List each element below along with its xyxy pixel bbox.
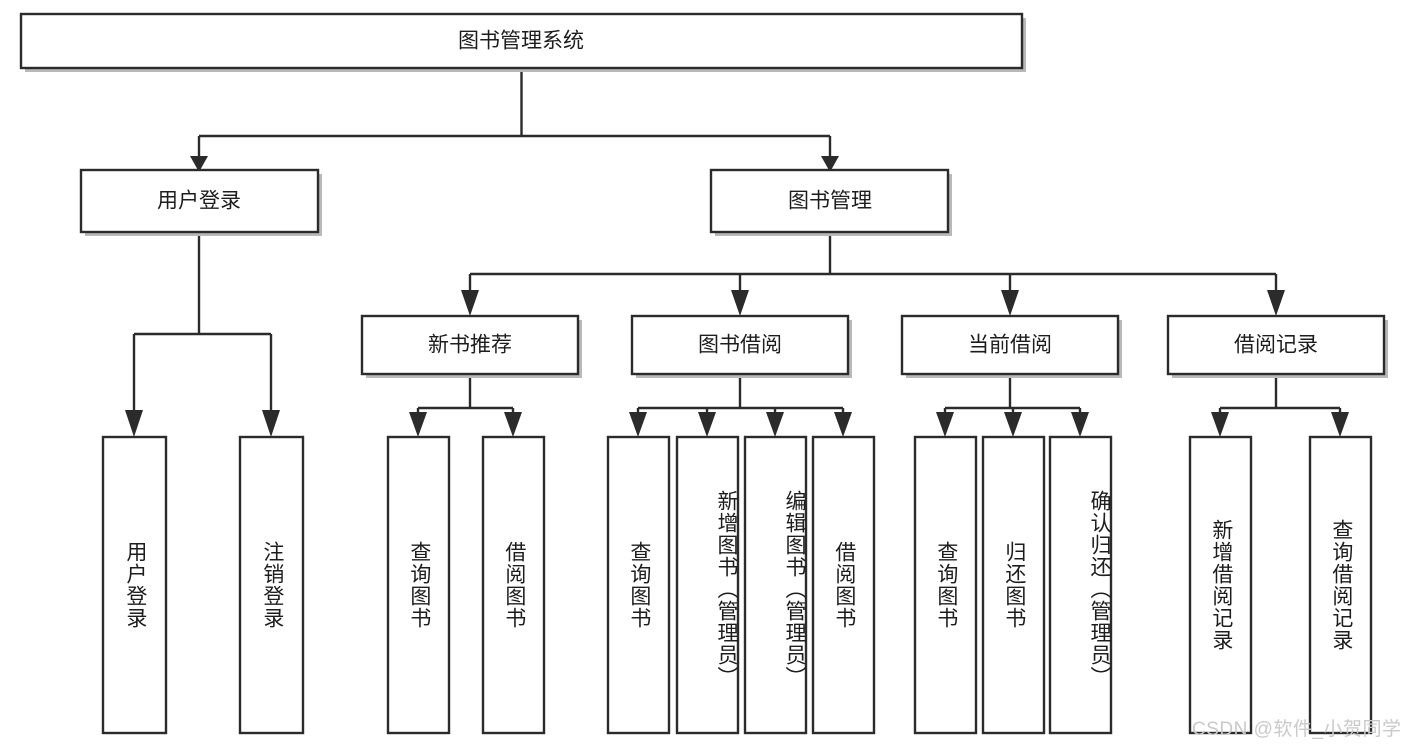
leaf-return-book-box[interactable]	[981, 435, 1046, 735]
leaf-confirm-return-box[interactable]	[1048, 435, 1113, 735]
node-current-borrow-label: 当前借阅	[968, 334, 1052, 357]
leaf-add-book-box[interactable]	[675, 435, 740, 735]
node-user-login-box[interactable]	[79, 168, 320, 234]
arrowhead-current-borrow	[1001, 290, 1019, 316]
leaf-query-record-box[interactable]	[1308, 435, 1373, 735]
arrowhead-leaf-query-book-2	[629, 412, 647, 437]
arrowhead-leaf-add-record	[1211, 412, 1229, 437]
arrowhead-bookmanage	[821, 156, 839, 172]
node-current-borrow[interactable]: 当前借阅	[900, 314, 1122, 378]
arrowhead-book-borrow	[731, 290, 749, 316]
node-borrow-record-box[interactable]	[1166, 314, 1386, 376]
node-user-login-label: 用户登录	[157, 190, 241, 213]
node-borrow-record[interactable]: 借阅记录	[1166, 314, 1388, 378]
node-new-book-rec[interactable]: 新书推荐	[360, 314, 582, 378]
leaf-borrow-book-2-box[interactable]	[811, 435, 876, 735]
node-book-borrow-label: 图书借阅	[698, 334, 782, 357]
leaf-logout-box[interactable]	[238, 435, 305, 735]
leaf-query-book-2-box[interactable]	[606, 435, 671, 735]
node-book-manage-label: 图书管理	[788, 190, 872, 213]
arrowhead-leaf-logout	[262, 410, 280, 437]
arrowhead-leaf-query-record	[1331, 412, 1349, 437]
arrowhead-leaf-borrow-book-1	[504, 412, 522, 437]
leaf-query-book-1-box[interactable]	[386, 435, 451, 735]
node-new-book-rec-box[interactable]	[360, 314, 580, 376]
node-book-borrow[interactable]: 图书借阅	[630, 314, 852, 378]
csdn-watermark: CSDN @软件_小贺同学	[1192, 719, 1402, 740]
leaf-edit-book-box[interactable]	[743, 435, 808, 735]
node-book-manage[interactable]: 图书管理	[709, 168, 952, 236]
node-root[interactable]: 图书管理系统	[19, 12, 1026, 72]
node-root-box[interactable]	[19, 12, 1024, 70]
arrowhead-borrow-record	[1267, 290, 1285, 316]
node-book-borrow-box[interactable]	[630, 314, 850, 376]
leaf-query-book-3-box[interactable]	[913, 435, 978, 735]
leaf-add-record-box[interactable]	[1188, 435, 1253, 735]
arrowhead-leaf-borrow-book-2	[834, 412, 852, 437]
arrowhead-leaf-query-book-1	[409, 412, 427, 437]
arrowhead-leaf-add-book	[698, 412, 716, 437]
node-new-book-rec-label: 新书推荐	[428, 334, 512, 357]
connector-group	[125, 69, 1349, 437]
arrowhead-leaf-user-login	[125, 410, 143, 437]
arrowhead-new-book-rec	[461, 290, 479, 316]
arrowhead-leaf-confirm-return	[1071, 412, 1089, 437]
node-root-label: 图书管理系统	[458, 30, 584, 53]
node-book-manage-box[interactable]	[709, 168, 950, 234]
leaf-borrow-book-1-box[interactable]	[481, 435, 546, 735]
node-user-login[interactable]: 用户登录	[79, 168, 322, 236]
leaf-boxes-group	[101, 435, 1373, 735]
arrowhead-leaf-query-book-3	[936, 412, 954, 437]
node-current-borrow-box[interactable]	[900, 314, 1120, 376]
arrowhead-userlogin	[190, 156, 208, 172]
leaf-user-login-box[interactable]	[101, 435, 168, 735]
arrowhead-leaf-return-book	[1004, 412, 1022, 437]
node-borrow-record-label: 借阅记录	[1234, 334, 1318, 357]
arrowhead-leaf-edit-book	[766, 412, 784, 437]
